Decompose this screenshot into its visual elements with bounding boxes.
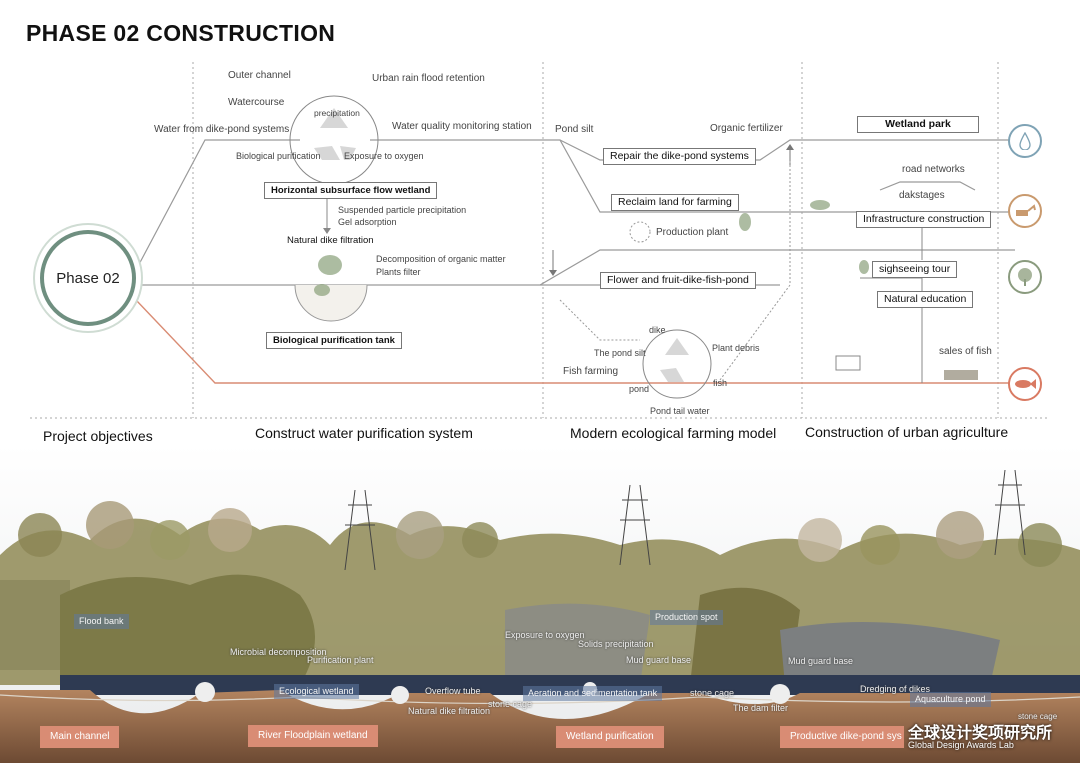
exposure-oxygen-label: Exposure to oxygen	[505, 630, 585, 641]
aquaculture-pond-label: Aquaculture pond	[910, 692, 991, 707]
mud-guard-base-label-1: Mud guard base	[626, 655, 691, 666]
reclaim-box: Reclaim land for farming	[611, 194, 739, 211]
urban-rain-label: Urban rain flood retention	[372, 73, 485, 85]
horizontal-wetland-box: Horizontal subsurface flow wetland	[264, 182, 437, 199]
purification-plant-label: Purification plant	[307, 655, 374, 666]
bio-tank-box: Biological purification tank	[266, 332, 402, 349]
water-drop-icon	[1008, 124, 1042, 158]
excavator-icon	[1008, 194, 1042, 228]
ecological-wetland-label: Ecological wetland	[274, 684, 359, 699]
natural-dike-filtration-label: Natural dike filtration	[408, 706, 490, 717]
fish-icon	[1008, 367, 1042, 401]
flower-fruit-box: Flower and fruit-dike-fish-pond	[600, 272, 756, 289]
phase-badge: Phase 02	[40, 230, 136, 326]
aeration-label: Aeration and sedimentation tank	[523, 686, 662, 701]
tag-productive: Productive dike-pond sys	[780, 726, 904, 748]
organic-fertilizer-label: Organic fertilizer	[710, 123, 783, 135]
watercourse-label: Watercourse	[228, 97, 284, 109]
pond-label: pond	[629, 383, 649, 395]
bio-purification-label: Biological purification	[236, 150, 321, 162]
exposure-label: Exposure to oxygen	[344, 150, 424, 162]
infrastructure-box: Infrastructure construction	[856, 211, 991, 228]
suspended-label: Suspended particle precipitation	[338, 204, 466, 216]
dakstages-label: dakstages	[899, 190, 945, 202]
repair-box: Repair the dike-pond systems	[603, 148, 756, 165]
flood-bank-label: Flood bank	[74, 614, 129, 629]
sales-of-fish-label: sales of fish	[939, 346, 992, 358]
watermark-subtitle: Global Design Awards Lab	[908, 740, 1014, 750]
fish-label: fish	[713, 377, 727, 389]
tag-main-channel: Main channel	[40, 726, 119, 748]
tag-river-floodplain: River Floodplain wetland	[248, 725, 378, 747]
solids-precipitation-label: Solids precipitation	[578, 639, 654, 650]
section-ecological-farming: Modern ecological farming model	[570, 425, 776, 441]
section-urban-agriculture: Construction of urban agriculture	[805, 424, 1008, 440]
gel-label: Gel adsorption	[338, 216, 397, 228]
section-project-objectives: Project objectives	[43, 428, 153, 444]
phase-label: Phase 02	[56, 270, 119, 287]
precipitation-label: precipitation	[314, 107, 360, 119]
fish-farming-label: Fish farming	[563, 366, 618, 378]
water-quality-label: Water quality monitoring station	[392, 121, 532, 133]
section-water-purification: Construct water purification system	[255, 425, 473, 441]
tree-icon	[1008, 260, 1042, 294]
production-spot-label: Production spot	[650, 610, 723, 625]
water-from-label: Water from dike-pond systems	[154, 124, 289, 136]
production-plant-label: Production plant	[656, 227, 728, 239]
dike-label: dike	[649, 324, 666, 336]
decomposition-label: Decomposition of organic matter	[376, 253, 506, 265]
stone-cage-label-2: stone cage	[690, 688, 734, 699]
pond-tail-label: Pond tail water	[650, 405, 710, 417]
tag-wetland-purification: Wetland purification	[556, 726, 664, 748]
page-title: PHASE 02 CONSTRUCTION	[26, 20, 335, 47]
overflow-tube-label: Overflow tube	[425, 686, 481, 697]
pond-silt-label: Pond silt	[555, 124, 593, 136]
plants-filter-label: Plants filter	[376, 266, 421, 278]
outer-channel-label: Outer channel	[228, 70, 291, 82]
plant-debris-label: Plant debris	[712, 342, 760, 354]
landscape-section-illustration	[0, 445, 1080, 763]
sightseeing-box: sighseeing tour	[872, 261, 957, 278]
wetland-park-box: Wetland park	[857, 116, 979, 133]
dam-filter-label: The dam filter	[733, 703, 788, 714]
natural-education-box: Natural education	[877, 291, 973, 308]
the-pond-silt-label: The pond silt	[594, 347, 646, 359]
mud-guard-base-label-2: Mud guard base	[788, 656, 853, 667]
road-networks-label: road networks	[902, 164, 965, 176]
natural-dike-label: Natural dike filtration	[287, 235, 374, 247]
